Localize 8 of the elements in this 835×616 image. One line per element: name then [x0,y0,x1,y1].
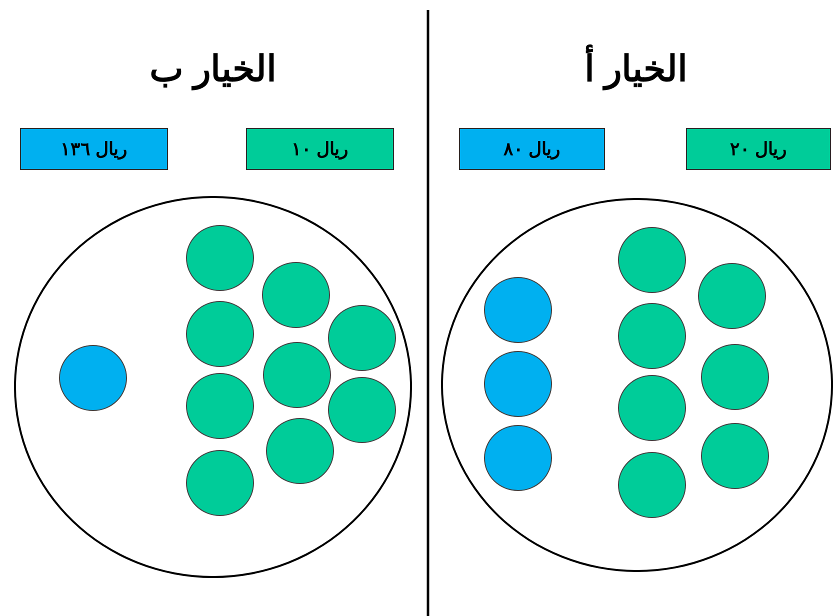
price-tag: ريال ٨٠ [459,128,605,170]
heading: الخيار ب [150,48,276,90]
group-ellipse [14,196,412,578]
price-tag: ريال ١٣٦ [20,128,168,170]
group-ellipse [441,198,833,572]
price-tag: ريال ١٠ [246,128,394,170]
coin-circle [328,305,396,371]
price-tag: ريال ٢٠ [686,128,831,170]
